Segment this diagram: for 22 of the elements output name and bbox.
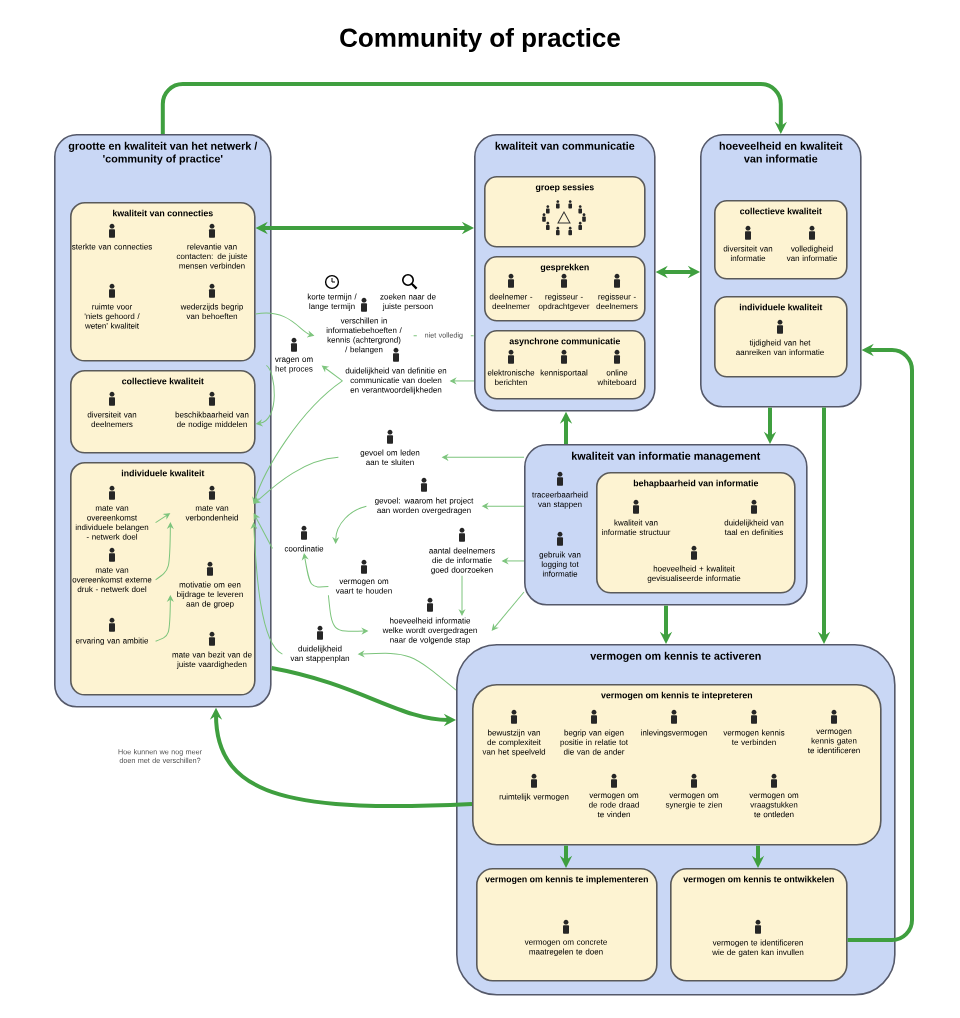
arrow — [358, 651, 457, 691]
arrow — [482, 503, 525, 509]
arrow — [256, 364, 275, 426]
arrow — [253, 456, 339, 504]
title: Community of practice — [340, 27, 620, 53]
arrow — [327, 594, 368, 634]
arrow — [155, 513, 170, 524]
arrow — [251, 522, 283, 655]
arrow — [155, 595, 174, 642]
arrow — [255, 312, 314, 338]
arrow — [322, 365, 343, 382]
arrow — [502, 558, 525, 564]
arrow — [253, 513, 273, 550]
arrow — [302, 553, 329, 588]
arrow — [332, 505, 367, 544]
arrow — [459, 575, 465, 616]
arrow — [160, 82, 787, 134]
arrow — [491, 591, 525, 631]
arrow — [442, 454, 525, 461]
arrow — [155, 522, 174, 581]
arrow — [252, 380, 343, 504]
arrow — [450, 378, 475, 384]
